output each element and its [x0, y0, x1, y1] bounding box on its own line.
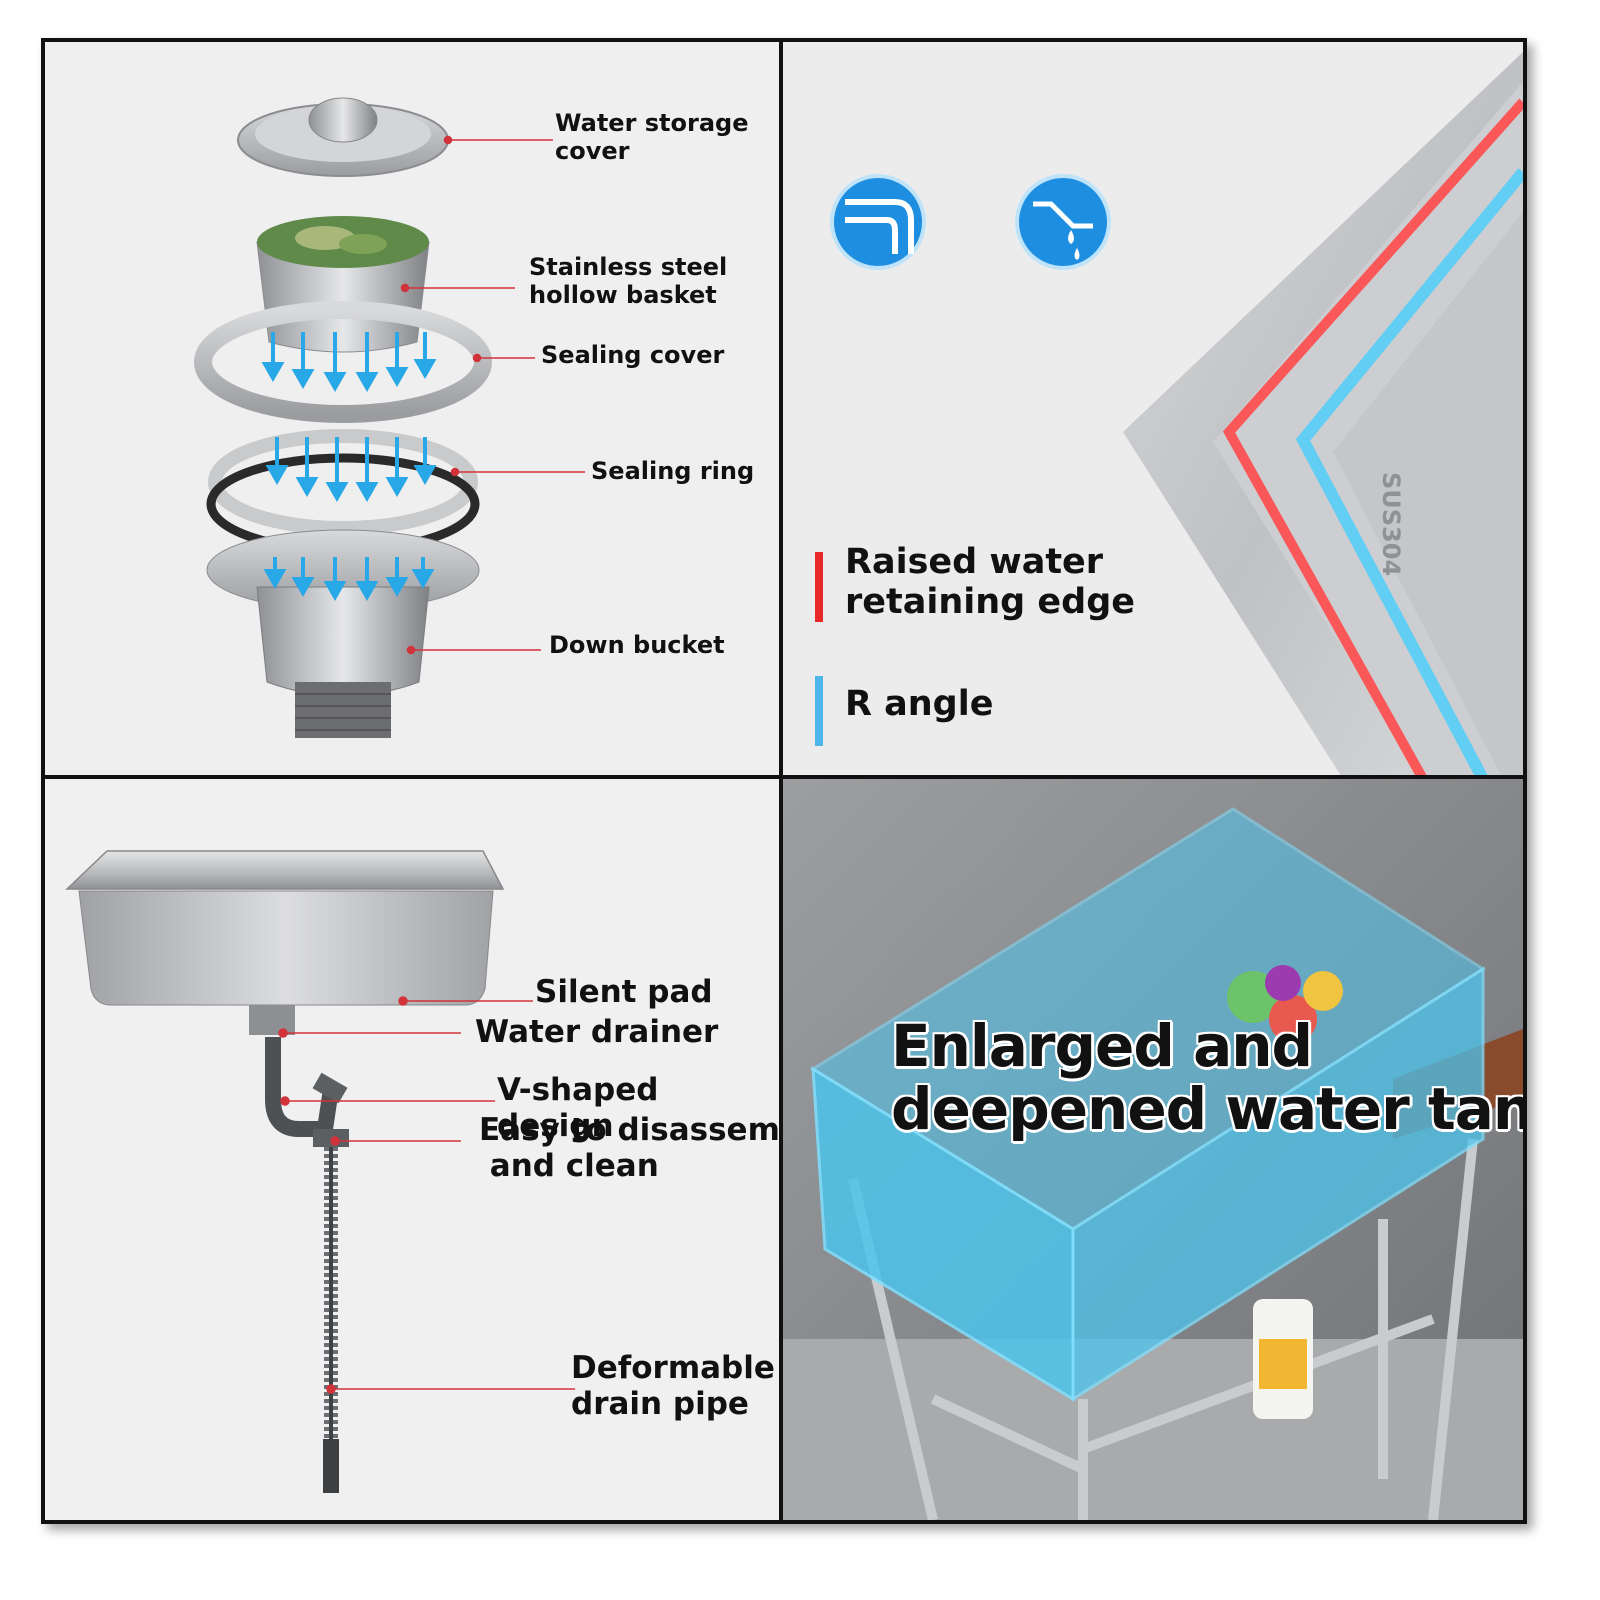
label-down-bucket: Down bucket	[549, 631, 725, 659]
sink-parts-panel: Silent pad Water drainer V-shaped design…	[45, 779, 783, 1520]
water-tank-panel: Enlarged and deepened water tank	[783, 779, 1523, 1520]
r-angle-legend-swatch	[815, 676, 823, 746]
label-drain-pipe: Deformable drain pipe	[571, 1350, 775, 1422]
label-v-shaped-design: V-shaped design	[497, 1072, 659, 1144]
label-sealing-ring: Sealing ring	[591, 457, 755, 485]
label-water-drainer: Water drainer	[475, 1014, 719, 1050]
sink-drain-illustration	[65, 850, 575, 1493]
label-water-storage-cover: Water storage cover	[555, 109, 749, 165]
stamp-text: SUS304	[1377, 472, 1405, 576]
water-drip-icon	[1015, 174, 1111, 270]
edge-detail-panel: SUS304 Raised water retaining edge R ang…	[783, 42, 1523, 779]
label-sealing-cover: Sealing cover	[541, 341, 725, 369]
raised-edge-legend-label: Raised water retaining edge	[845, 542, 1135, 623]
drain-assembly-panel: Water storage cover Stainless steel holl…	[45, 42, 783, 779]
label-easy-clean: Easy to disassemble and clean	[479, 1112, 780, 1184]
sink-corner-illustration: SUS304	[830, 52, 1523, 775]
water-tank-illustration	[783, 779, 1523, 1520]
drain-assembly-illustration	[194, 97, 585, 738]
tank-headline: Enlarged and deepened water tank	[891, 1012, 1523, 1143]
raised-edge-legend-swatch	[815, 552, 823, 622]
product-collage: Water storage cover Stainless steel holl…	[41, 38, 1527, 1524]
label-silent-pad: Silent pad	[535, 974, 713, 1010]
r-angle-legend-label: R angle	[845, 684, 994, 724]
edge-profile-icon	[830, 174, 926, 270]
label-hollow-basket: Stainless steel hollow basket	[529, 253, 728, 309]
